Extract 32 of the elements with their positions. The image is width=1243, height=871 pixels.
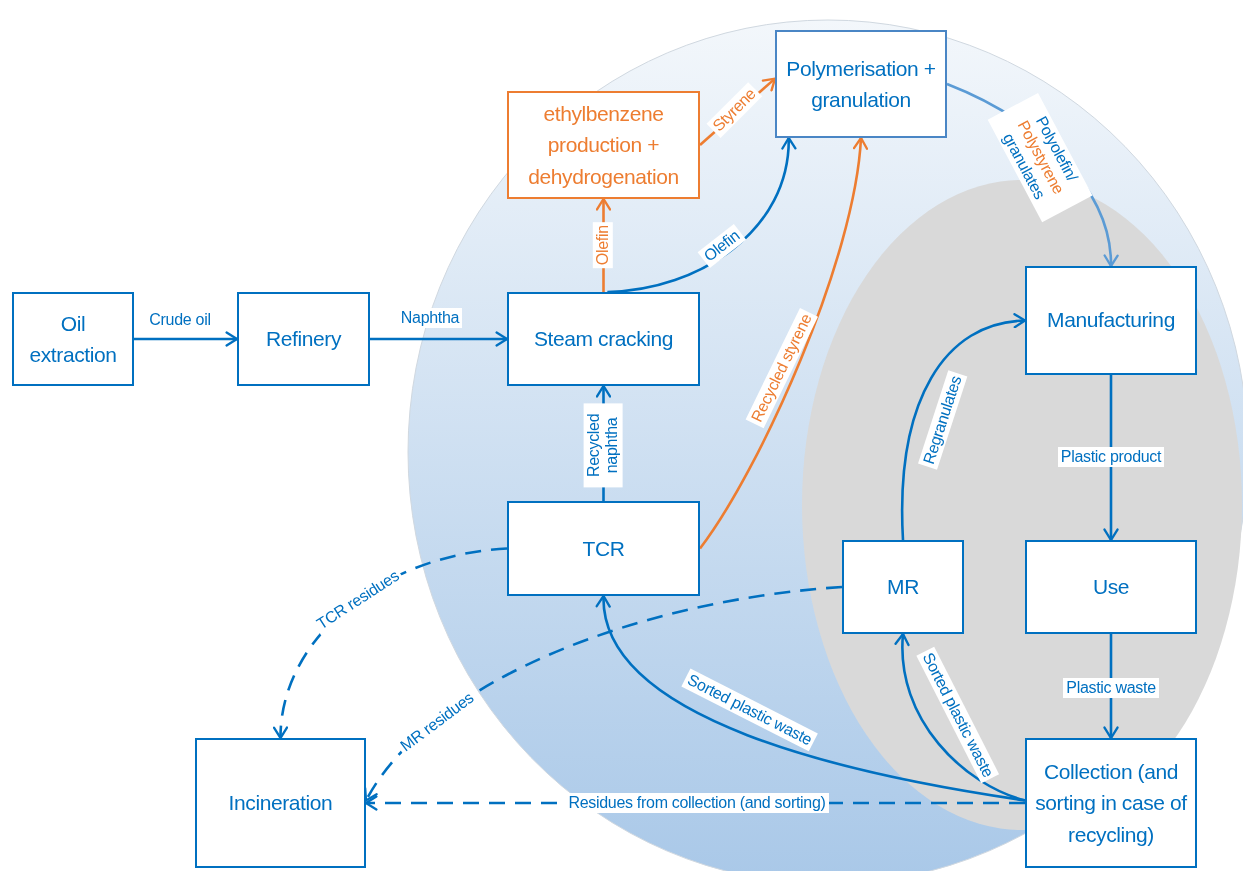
arrow — [134, 331, 239, 347]
edge-label: Olefin — [592, 222, 614, 268]
arrow — [597, 594, 1026, 802]
process-box — [842, 540, 964, 634]
process-label: Collection (and sorting in case of recycling) — [1034, 758, 1188, 848]
process-label: Oil extraction — [28, 310, 118, 368]
process-box — [1025, 266, 1197, 375]
edge-label: Residues from collection (and sorting) — [565, 792, 829, 814]
process-label: MR — [887, 574, 919, 601]
process-label: Polymerisation + granulation — [785, 55, 937, 113]
arrow — [895, 632, 1026, 802]
edge-label: Plastic waste — [1063, 677, 1159, 699]
process-label: Incineration — [228, 790, 333, 817]
process-box — [775, 30, 947, 138]
process-label: TCR — [582, 535, 625, 562]
edge-label: Recycled naphtha — [583, 403, 623, 487]
process-label: Refinery — [266, 326, 341, 353]
process-label: Manufacturing — [1047, 307, 1175, 333]
process-box — [1025, 738, 1197, 868]
arrow — [900, 313, 1027, 541]
process-box — [237, 292, 370, 386]
process-label: Use — [1092, 574, 1130, 601]
process-label: Steam cracking — [533, 326, 674, 353]
process-box — [195, 738, 366, 868]
arrow — [370, 331, 509, 347]
process-box — [507, 501, 700, 596]
process-box — [12, 292, 134, 386]
process-box — [507, 292, 700, 386]
arrow — [1103, 375, 1119, 542]
process-box — [507, 91, 700, 199]
process-box — [1025, 540, 1197, 634]
process-label: ethylbenzene production + dehydrogenation — [527, 100, 680, 190]
